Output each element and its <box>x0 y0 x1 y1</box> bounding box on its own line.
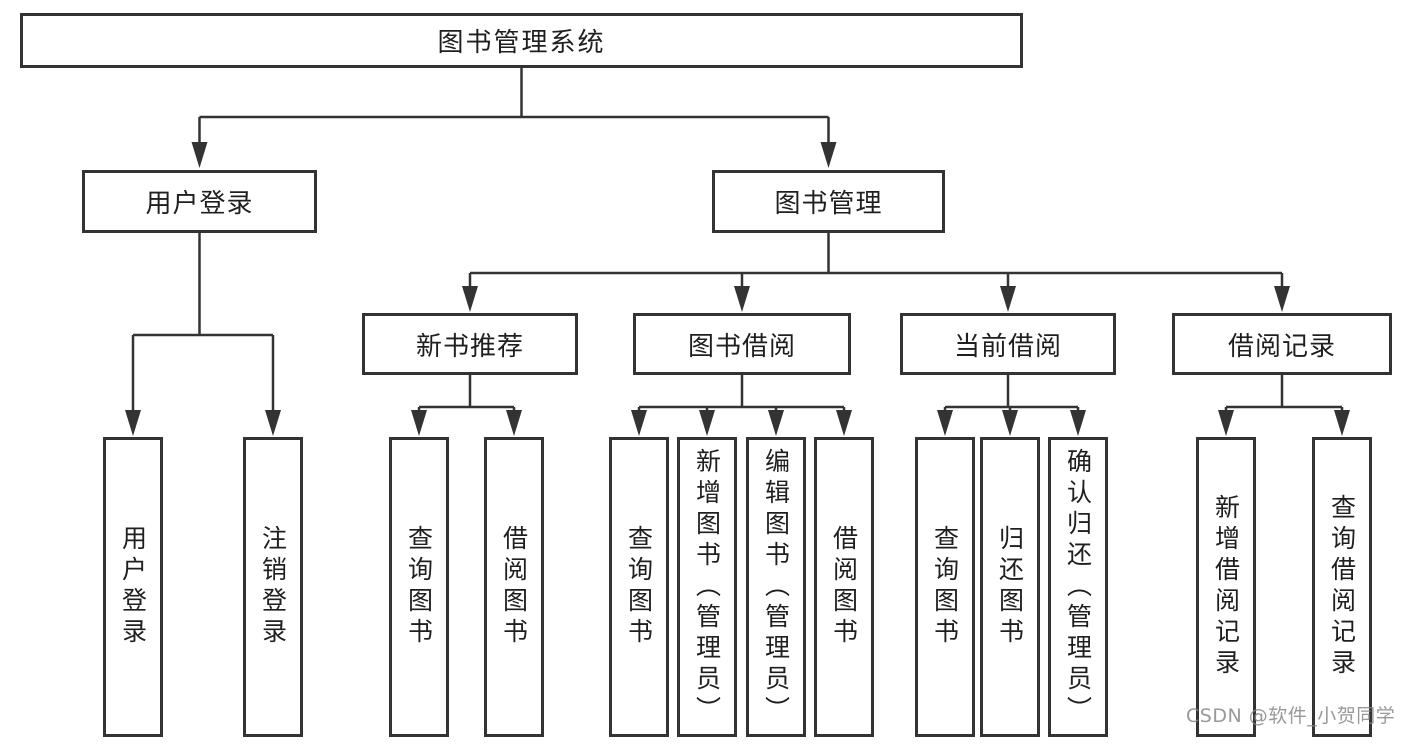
node-borrow-records-label: 借阅记录 <box>1227 331 1336 362</box>
arrowhead-edit-books <box>768 410 784 436</box>
arrowhead-borrow-books-borrow <box>836 410 852 436</box>
node-leaf-add-borrow-record-label: 新增借阅记录 <box>1211 494 1241 680</box>
edge-book-borrow-children <box>637 375 846 412</box>
node-current-borrow-label: 当前借阅 <box>953 331 1062 362</box>
arrowhead-book-mgmt <box>820 142 837 168</box>
node-current-borrow: 当前借阅 <box>900 313 1116 375</box>
node-leaf-query-borrow-record: 查询借阅记录 <box>1312 437 1372 737</box>
node-leaf-return-books: 归还图书 <box>980 437 1040 737</box>
arrowhead-add-books <box>699 410 715 436</box>
node-leaf-query-books-borrow-label: 查询图书 <box>624 525 654 649</box>
edge-new-book-rec-children <box>417 375 516 412</box>
arrowhead-borrow-books-rec <box>506 410 522 436</box>
arrowhead-confirm-return <box>1070 410 1086 436</box>
node-leaf-borrow-books-rec-label: 借阅图书 <box>499 525 529 649</box>
node-leaf-confirm-return-label: 确认归还（管理员） <box>1063 447 1093 727</box>
csdn-watermark: CSDN @软件_小贺同学 <box>1186 705 1396 727</box>
node-user-login-label: 用户登录 <box>145 189 254 219</box>
arrowhead-leaf-user-login <box>125 410 141 436</box>
node-leaf-query-books-current: 查询图书 <box>915 437 975 737</box>
arrowhead-borrow-records <box>1274 286 1290 312</box>
arrowhead-query-books-borrow <box>631 410 647 436</box>
arrowhead-current-borrow <box>1000 286 1016 312</box>
node-leaf-logout: 注销登录 <box>243 437 303 737</box>
edge-current-borrow-children <box>943 375 1080 412</box>
node-borrow-records: 借阅记录 <box>1172 313 1392 375</box>
arrowhead-user-login <box>191 142 208 168</box>
arrowhead-book-borrow <box>734 286 750 312</box>
node-leaf-query-books-current-label: 查询图书 <box>930 525 960 649</box>
edge-user-login-children <box>131 233 275 412</box>
edge-borrow-records-children <box>1224 375 1344 412</box>
node-leaf-user-login-label: 用户登录 <box>118 525 148 649</box>
node-leaf-borrow-books-borrow: 借阅图书 <box>814 437 874 737</box>
arrowhead-leaf-logout <box>265 410 281 436</box>
node-new-book-rec-label: 新书推荐 <box>415 331 524 362</box>
node-new-book-rec: 新书推荐 <box>362 313 578 375</box>
arrowhead-query-borrow-record <box>1334 410 1350 436</box>
node-leaf-return-books-label: 归还图书 <box>995 525 1025 649</box>
node-leaf-query-books-rec: 查询图书 <box>389 437 449 737</box>
node-leaf-edit-books-label: 编辑图书（管理员） <box>761 447 791 727</box>
node-leaf-logout-label: 注销登录 <box>258 525 288 649</box>
node-book-mgmt: 图书管理 <box>712 170 945 233</box>
node-leaf-borrow-books-borrow-label: 借阅图书 <box>829 525 859 649</box>
node-leaf-query-borrow-record-label: 查询借阅记录 <box>1327 494 1357 680</box>
node-leaf-add-books-label: 新增图书（管理员） <box>692 447 722 727</box>
node-leaf-confirm-return: 确认归还（管理员） <box>1048 437 1108 737</box>
arrowhead-query-books-current <box>937 410 953 436</box>
edge-root-to-level2 <box>198 68 830 144</box>
node-leaf-add-books: 新增图书（管理员） <box>677 437 737 737</box>
node-leaf-add-borrow-record: 新增借阅记录 <box>1196 437 1256 737</box>
node-book-borrow-label: 图书借阅 <box>687 331 796 362</box>
arrowhead-add-borrow-record <box>1218 410 1234 436</box>
arrowhead-return-books <box>1002 410 1018 436</box>
node-book-mgmt-label: 图书管理 <box>774 189 883 219</box>
node-leaf-borrow-books-rec: 借阅图书 <box>484 437 544 737</box>
node-root-label: 图书管理系统 <box>437 28 606 58</box>
node-root: 图书管理系统 <box>20 13 1023 68</box>
arrowhead-query-books-rec <box>411 410 427 436</box>
node-leaf-query-books-rec-label: 查询图书 <box>404 525 434 649</box>
node-leaf-user-login: 用户登录 <box>103 437 163 737</box>
edge-book-mgmt-children <box>468 233 1284 288</box>
node-leaf-edit-books: 编辑图书（管理员） <box>746 437 806 737</box>
node-book-borrow: 图书借阅 <box>633 313 851 375</box>
node-leaf-query-books-borrow: 查询图书 <box>609 437 669 737</box>
node-user-login: 用户登录 <box>82 170 317 233</box>
arrowhead-new-book-rec <box>462 286 478 312</box>
